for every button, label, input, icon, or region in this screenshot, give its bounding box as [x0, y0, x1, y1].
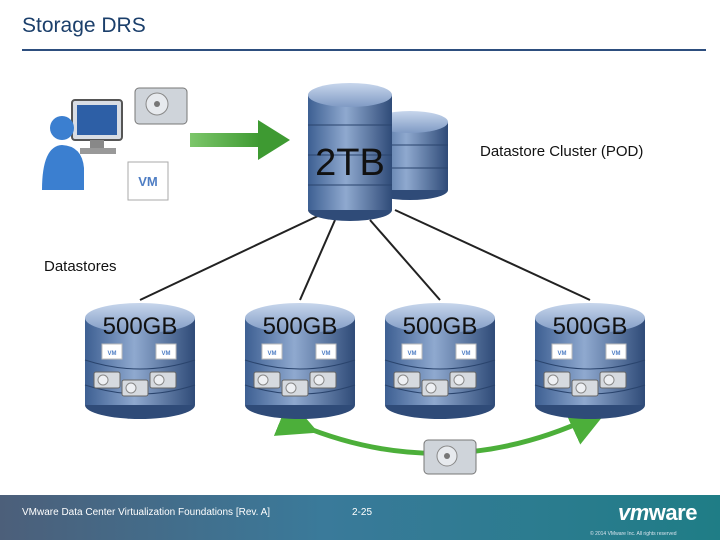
disk-drive-icon: [543, 371, 571, 389]
logo-vm: vm: [618, 500, 649, 525]
vm-tile-label: VM: [322, 351, 331, 357]
disk-drive-icon: [571, 379, 599, 397]
vm-tile-label: VM: [108, 351, 117, 357]
footer-page-number: 2-25: [352, 507, 373, 518]
disk-drive-icon: [253, 371, 281, 389]
disk-drive-icon: [281, 379, 309, 397]
connector-line: [369, 219, 441, 301]
cluster-label: Datastore Cluster (POD): [480, 143, 644, 160]
vm-tile-label: VM: [408, 351, 417, 357]
cluster-database-front: [308, 83, 392, 221]
vm-tile: [261, 343, 283, 360]
migration-arrow: [190, 120, 290, 160]
disk-drive-icon: [421, 379, 449, 397]
datastore-size-label: 500GB: [103, 313, 178, 340]
vm-tile-label: VM: [612, 351, 621, 357]
user-computer-icon: [42, 99, 123, 190]
datastore-size-label: 500GB: [553, 313, 628, 340]
datastore: 500GB VM VM: [84, 303, 196, 419]
disk-drive-icon: [121, 379, 149, 397]
cluster-size-label: 2TB: [315, 142, 385, 184]
page-title: Storage DRS: [22, 14, 146, 37]
vm-tile: [401, 343, 423, 360]
cluster-connectors: [139, 209, 591, 301]
migrating-disk-icon: [423, 439, 477, 475]
vmware-logo: vmware: [618, 500, 697, 526]
datastore-size-label: 500GB: [403, 313, 478, 340]
datastore: 500GB VM VM: [534, 303, 646, 419]
vm-tile-label: VM: [268, 351, 277, 357]
footer-course: VMware Data Center Virtualization Founda…: [22, 507, 271, 518]
datastores-label: Datastores: [44, 258, 117, 275]
disk-drive-icon: [149, 371, 177, 389]
logo-ware: ware: [648, 500, 698, 525]
vm-tile-label: VM: [462, 351, 471, 357]
vm-tile-label: VM: [162, 351, 171, 357]
disk-drive-icon: [309, 371, 337, 389]
vm-tile: [155, 343, 177, 360]
footer-bar: [0, 495, 720, 540]
datastore: 500GB VM VM: [384, 303, 496, 419]
vm-tile: [455, 343, 477, 360]
disk-drive-icon: [393, 371, 421, 389]
datastores-layer: 500GB VM VM 500GB VM VM 500GB VM VM 500GB VM VM: [84, 303, 646, 419]
vm-tile: [551, 343, 573, 360]
vm-tile: [315, 343, 337, 360]
disk-drive-icon: [134, 87, 188, 125]
datastore-size-label: 500GB: [263, 313, 338, 340]
vm-label: VM: [138, 174, 158, 189]
vm-tile-label: VM: [558, 351, 567, 357]
disk-drive-icon: [599, 371, 627, 389]
disk-drive-icon: [93, 371, 121, 389]
vm-box: [127, 161, 169, 201]
vm-tile: [605, 343, 627, 360]
connector-line: [299, 219, 336, 301]
connector-line: [139, 214, 321, 301]
footer-copyright: © 2014 VMware Inc. All rights reserved: [590, 531, 677, 537]
title-divider: [22, 49, 706, 51]
vm-tile: [101, 343, 123, 360]
disk-drive-icon: [449, 371, 477, 389]
datastore: 500GB VM VM: [244, 303, 356, 419]
connector-line: [394, 209, 591, 301]
